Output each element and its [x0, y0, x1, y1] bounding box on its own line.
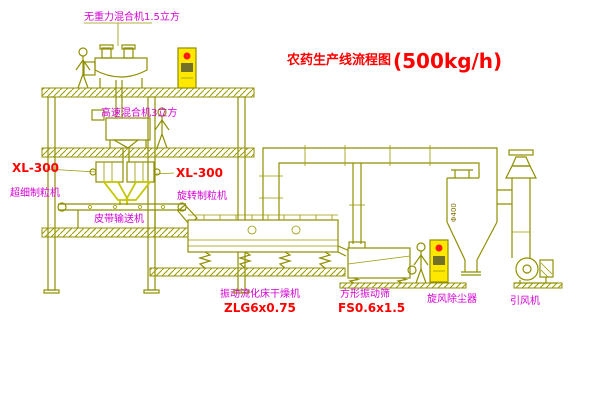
screen-motor: [407, 265, 417, 275]
belt-conveyor-label: 皮带输送机: [94, 212, 144, 225]
spring: [237, 251, 253, 269]
worker-figure: [75, 47, 91, 89]
support-structure: [41, 87, 255, 294]
dryer-base: [149, 267, 346, 277]
fluid-bed-dryer: [187, 214, 353, 269]
granulator-right-model: XL-300: [176, 166, 223, 180]
mixer-motor: [91, 109, 105, 121]
high-speed-mixer-label: 高速混合机3立方: [101, 106, 177, 119]
cyclone-dust-collector: Φ400: [446, 169, 512, 276]
induced-draft-fan: [514, 257, 558, 284]
diagram-labels: 农药生产线流程图 (500kg/h) 无重力混合机1.5立方 高速混合机3立方 …: [10, 10, 540, 315]
fan-name-label: 引风机: [510, 294, 540, 307]
diagram-capacity: (500kg/h): [393, 49, 502, 73]
spring: [317, 251, 333, 269]
y-chute-left: [102, 181, 130, 201]
dryer-model-label: ZLG6x0.75: [224, 301, 296, 315]
screen-base: [339, 282, 467, 289]
control-cabinet-lower: [429, 239, 449, 283]
diagram-title: 农药生产线流程图: [286, 52, 391, 68]
indicator-lamp: [183, 52, 191, 60]
spring: [277, 251, 293, 269]
vibrating-screen: [347, 247, 417, 284]
granulators: [89, 161, 161, 205]
floor-slab-top: [41, 87, 255, 98]
y-chute-right: [124, 181, 152, 201]
control-cabinet-upper: [177, 47, 197, 89]
indicator-lamp: [435, 244, 443, 252]
exhaust-duct-piping: [259, 145, 498, 250]
floor-slab-mid: [41, 147, 255, 158]
floor-slab-low: [41, 227, 189, 238]
high-speed-mixer: [91, 109, 151, 162]
leader-lines: [45, 22, 175, 175]
top-mixer: [83, 44, 148, 118]
granulator-left-name: 超细制粒机: [10, 186, 60, 199]
exhaust-stack: [505, 149, 537, 258]
granulator-left-model: XL-300: [12, 161, 59, 175]
fan-base: [513, 282, 563, 289]
cyclone-size-label: Φ400: [450, 203, 458, 222]
screen-model-label: FS0.6x1.5: [338, 301, 405, 315]
worker-figure: [413, 242, 429, 284]
dryer-name-label: 振动流化床干燥机: [220, 287, 300, 300]
mixer-motor: [83, 61, 96, 76]
granulator-right-name: 旋转制粒机: [177, 189, 227, 202]
spring: [396, 277, 409, 284]
screen-name-label: 方形振动筛: [340, 287, 390, 300]
spring: [197, 251, 213, 269]
cyclone-name-label: 旋风除尘器: [427, 292, 477, 305]
panel-display: [433, 256, 445, 265]
top-mixer-label: 无重力混合机1.5立方: [84, 10, 180, 23]
spring: [348, 277, 361, 284]
panel-display: [181, 63, 193, 72]
